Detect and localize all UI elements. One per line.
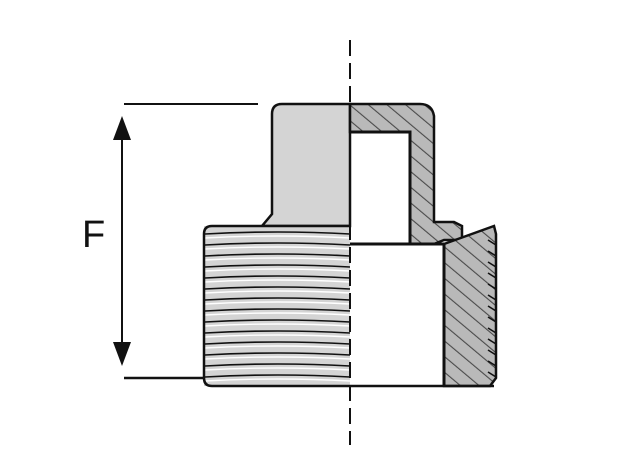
thread-highlight	[204, 290, 351, 294]
thread-tooth	[487, 272, 497, 279]
thread-line	[204, 231, 351, 235]
section-view-half	[348, 102, 498, 388]
thread-highlight	[204, 246, 351, 250]
thread-highlight	[204, 356, 351, 360]
thread-tooth	[487, 371, 497, 378]
thread-highlight	[204, 268, 351, 272]
thread-tooth	[487, 305, 497, 312]
thread-highlight	[204, 345, 351, 349]
thread-highlight	[204, 323, 351, 327]
thread-tooth	[487, 239, 497, 246]
external-view-half	[202, 102, 352, 388]
inner-bore-upper	[350, 130, 412, 244]
thread-highlight	[204, 257, 351, 261]
thread-tooth	[487, 283, 497, 290]
thread-line	[204, 341, 351, 345]
thread-lines	[204, 231, 351, 382]
dimension-f: F	[82, 103, 258, 380]
thread-highlight	[204, 378, 351, 382]
thread-line	[204, 330, 351, 334]
thread-tooth	[487, 316, 497, 323]
thread-tooth	[487, 261, 497, 268]
upper-wall-section	[348, 102, 464, 246]
thread-tooth	[487, 349, 497, 356]
arrow-up-icon	[113, 116, 131, 140]
dimension-label: F	[82, 214, 105, 256]
thread-tooth	[487, 327, 497, 334]
thread-tooth	[487, 338, 497, 345]
thread-line	[204, 242, 351, 246]
internal-thread-marks	[487, 239, 497, 378]
thread-line	[204, 308, 351, 312]
thread-line	[204, 286, 351, 290]
arrow-down-icon	[113, 342, 131, 366]
thread-tooth	[487, 360, 497, 367]
thread-highlight	[204, 367, 351, 371]
thread-line	[204, 275, 351, 279]
thread-line	[204, 297, 351, 301]
thread-line	[204, 352, 351, 356]
thread-tooth	[487, 250, 497, 257]
thread-highlight	[204, 279, 351, 283]
thread-line	[204, 374, 351, 378]
thread-highlight	[204, 235, 351, 239]
thread-highlight	[204, 301, 351, 305]
male-thread-body	[204, 226, 350, 386]
thread-tooth	[487, 294, 497, 301]
thread-outline	[202, 224, 350, 388]
thread-line	[204, 319, 351, 323]
thread-line	[204, 253, 351, 257]
upper-body-outline	[259, 102, 352, 228]
inner-bore-lower	[350, 242, 446, 386]
thread-highlight	[204, 334, 351, 338]
thread-line	[204, 264, 351, 268]
thread-highlight	[204, 312, 351, 316]
thread-line	[204, 363, 351, 367]
